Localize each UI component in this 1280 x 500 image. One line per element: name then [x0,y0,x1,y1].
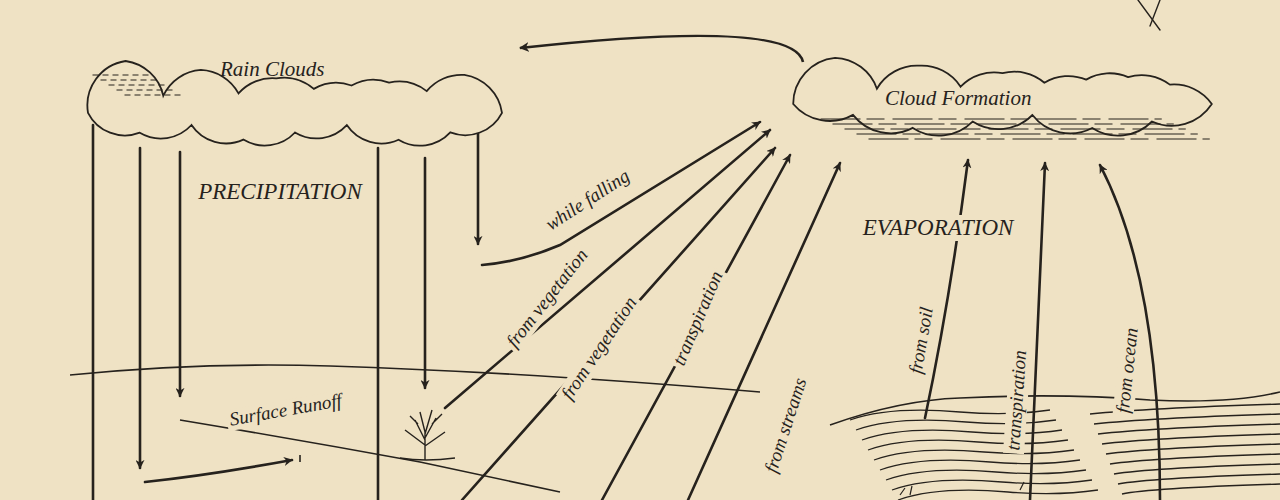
rain-cloud: Rain Clouds [70,12,520,152]
arrow-label: from ocean [1113,323,1143,416]
cloud-outline [70,12,520,152]
cloud-label: Cloud Formation [885,86,1031,111]
cloud-transfer-arrow [520,36,803,62]
arrow-label: transpiration [668,265,729,371]
process-heading: EVAPORATION [860,215,1017,240]
process-heading: PRECIPITATION [195,179,365,204]
arrow-label: transpiration [1003,346,1031,454]
cloud-label: Rain Clouds [220,57,324,82]
arrow-label: from soil [905,302,938,378]
runoff-label: Surface Runoff [225,389,346,430]
arrow-label: while falling [540,164,637,237]
arrow-label: from vegetation [556,290,643,405]
arrow-label: from streams [760,372,812,478]
cloud-outline [775,14,1230,139]
forming-cloud: Cloud Formation [775,14,1230,139]
